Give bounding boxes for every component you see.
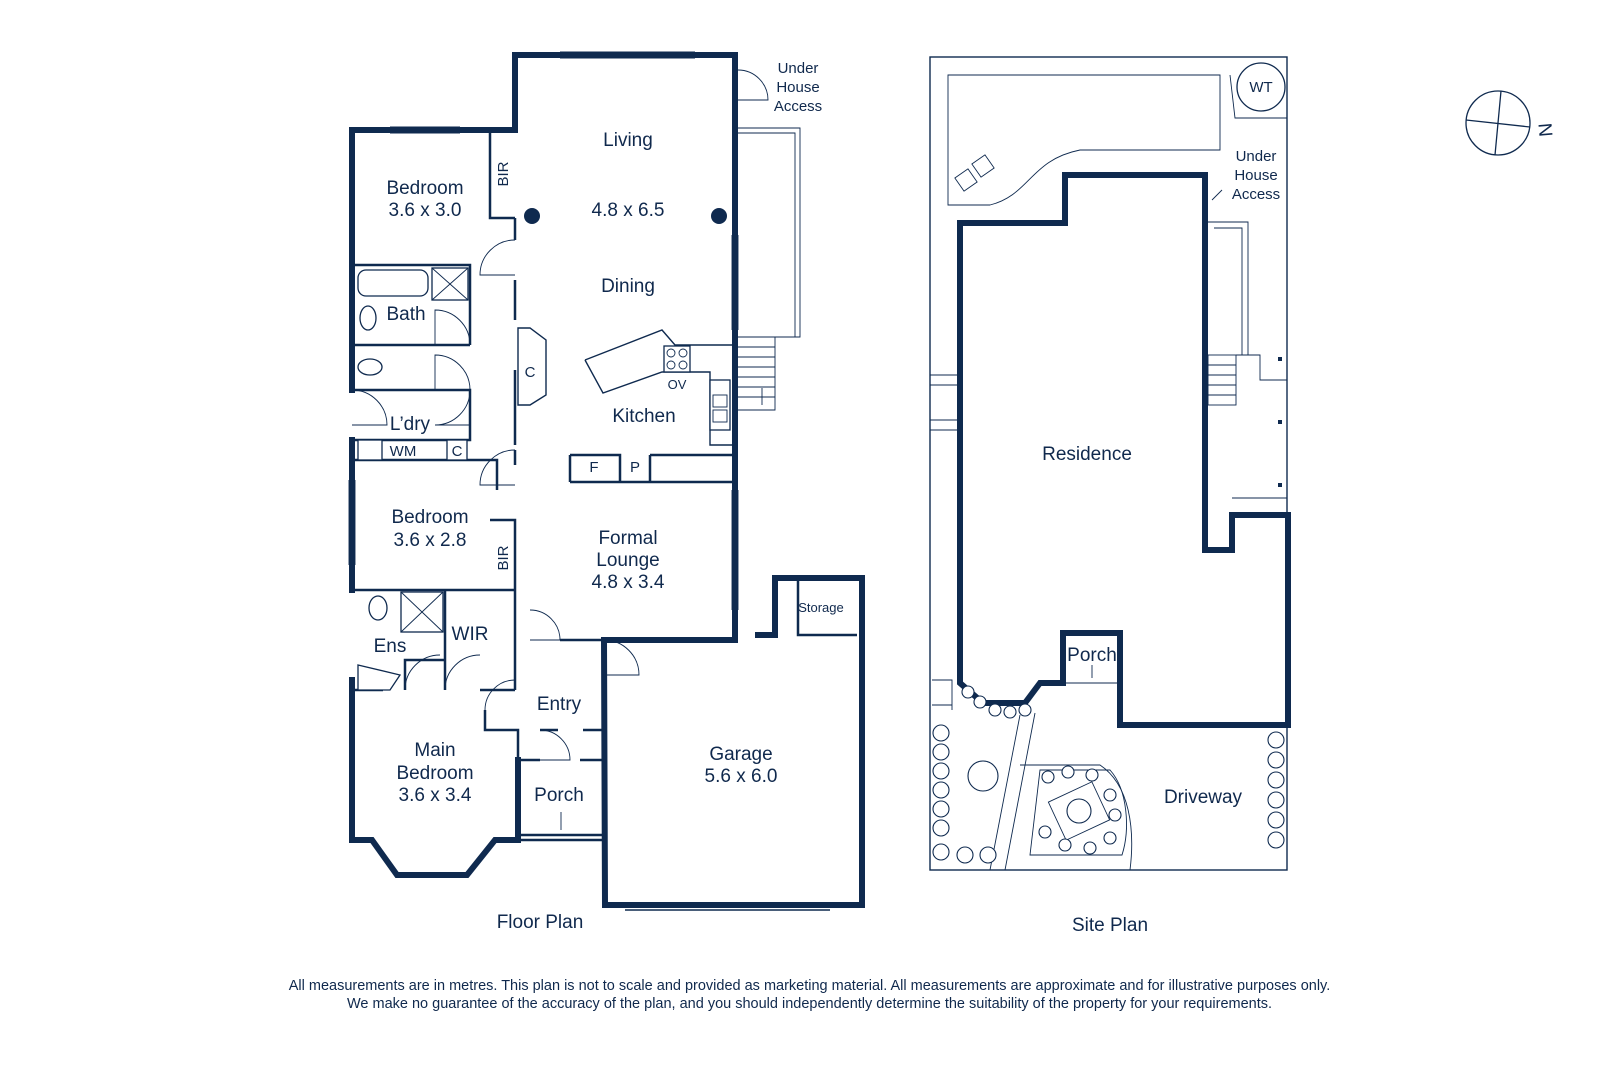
room-label-main-bedroom-2: Bedroom <box>396 763 473 784</box>
bathtub <box>357 269 429 297</box>
room-label-kitchen: Kitchen <box>612 406 675 427</box>
cooktop-burner <box>666 360 676 370</box>
outdoor-chair <box>954 168 978 192</box>
room-size-living: 4.8 x 6.5 <box>592 200 665 221</box>
site-under-house-access-1: Under <box>1236 148 1277 165</box>
toilet <box>357 358 383 376</box>
site-boundary <box>929 56 1288 871</box>
garden-bed <box>1029 769 1127 856</box>
water-tank-label: WT <box>1249 79 1272 96</box>
room-label-living: Living <box>603 130 653 151</box>
tank-pad <box>1229 74 1287 119</box>
room-size-main-bedroom: 3.6 x 3.4 <box>399 785 472 806</box>
room-label-ensuite: Ens <box>374 636 407 657</box>
interior-partitions <box>350 130 606 842</box>
lawn-outline <box>947 74 1221 206</box>
under-house-access-1: Under <box>778 60 819 77</box>
site-plan: WT Residence Porch Driveway Under House … <box>929 56 1291 936</box>
room-label-storage: Storage <box>798 600 844 615</box>
residence-footprint <box>957 172 1291 728</box>
room-label-wir: WIR <box>452 624 489 645</box>
room-label-formal-lounge-1: Formal <box>598 528 657 549</box>
room-label-bath: Bath <box>386 304 425 325</box>
garden-path <box>989 712 1133 871</box>
room-size-garage: 5.6 x 6.0 <box>705 766 778 787</box>
room-label-porch: Porch <box>534 785 584 806</box>
side-steps <box>1207 354 1287 499</box>
under-house-access-2: House <box>776 79 819 96</box>
side-gate <box>932 679 953 710</box>
site-plan-title: Site Plan <box>1072 915 1148 936</box>
ensuite-vanity <box>357 664 402 691</box>
room-label-entry: Entry <box>537 694 582 715</box>
cooktop-burner <box>678 360 688 370</box>
residence-label: Residence <box>1042 444 1132 465</box>
disclaimer-line-1: All measurements are in metres. This pla… <box>288 978 1331 994</box>
room-size-bedroom2: 3.6 x 2.8 <box>394 530 467 551</box>
garden-plant-ring <box>967 760 999 792</box>
cupboard-label-laundry: C <box>452 443 463 460</box>
disclaimer-line-2: We make no guarantee of the accuracy of … <box>346 996 1273 1012</box>
outdoor-chair <box>971 154 995 178</box>
room-label-garage: Garage <box>709 744 772 765</box>
sink-bowl <box>712 409 728 423</box>
hall-cupboard-shape <box>517 327 547 406</box>
room-label-main-bedroom-1: Main <box>414 740 455 761</box>
room-label-formal-lounge-2: Lounge <box>596 550 659 571</box>
site-under-house-access-2: House <box>1234 167 1277 184</box>
laundry-cupboard <box>446 439 468 461</box>
under-house-access-3: Access <box>774 98 822 115</box>
room-size-bedroom1: 3.6 x 3.0 <box>389 200 462 221</box>
room-label-bedroom2: Bedroom <box>391 507 468 528</box>
compass-north-label: N <box>1533 122 1555 138</box>
room-label-bedroom1: Bedroom <box>386 178 463 199</box>
hedge-front <box>961 685 1032 719</box>
water-tank <box>1236 62 1286 112</box>
column <box>711 208 727 224</box>
floor-plan: Living 4.8 x 6.5 Dining Kitchen Bedroom … <box>348 51 865 933</box>
garden-plant <box>1066 798 1092 824</box>
driveway-label: Driveway <box>1164 787 1243 808</box>
ensuite-toilet <box>368 595 388 621</box>
basin <box>359 305 377 331</box>
garden-feature <box>1047 781 1111 841</box>
washing-machine <box>357 439 383 461</box>
sink-bowl <box>712 394 728 408</box>
fridge-label: F <box>589 459 598 476</box>
lounge-divider <box>568 453 735 484</box>
washing-machine-label: WM <box>390 443 417 460</box>
door-swings <box>351 69 769 761</box>
hedge-right <box>1267 731 1285 849</box>
oven-label: OV <box>668 377 687 392</box>
left-steps <box>930 374 960 431</box>
room-label-dining: Dining <box>601 276 655 297</box>
cooktop-burner <box>666 348 676 358</box>
cooktop-burner <box>678 348 688 358</box>
column <box>524 208 540 224</box>
site-porch-label: Porch <box>1067 645 1117 666</box>
compass-icon: N <box>1465 90 1556 156</box>
room-size-formal-lounge: 4.8 x 3.4 <box>592 572 665 593</box>
site-under-house-access-3: Access <box>1232 186 1280 203</box>
cupboard-label-hall: C <box>525 364 536 381</box>
side-deck <box>1208 221 1249 355</box>
deck-outline <box>738 127 801 338</box>
access-arrow <box>1211 189 1223 201</box>
room-label-laundry: L’dry <box>390 414 431 435</box>
hedge-left <box>932 724 997 864</box>
garden-shrubs <box>1038 765 1122 855</box>
bir-label-bottom: BIR <box>495 545 512 570</box>
floor-plan-title: Floor Plan <box>497 912 584 933</box>
pantry-label: P <box>630 459 640 476</box>
storage-wall <box>796 578 857 637</box>
bir-label-top: BIR <box>495 161 512 186</box>
kitchen-sink <box>709 379 731 431</box>
steps <box>738 336 776 411</box>
